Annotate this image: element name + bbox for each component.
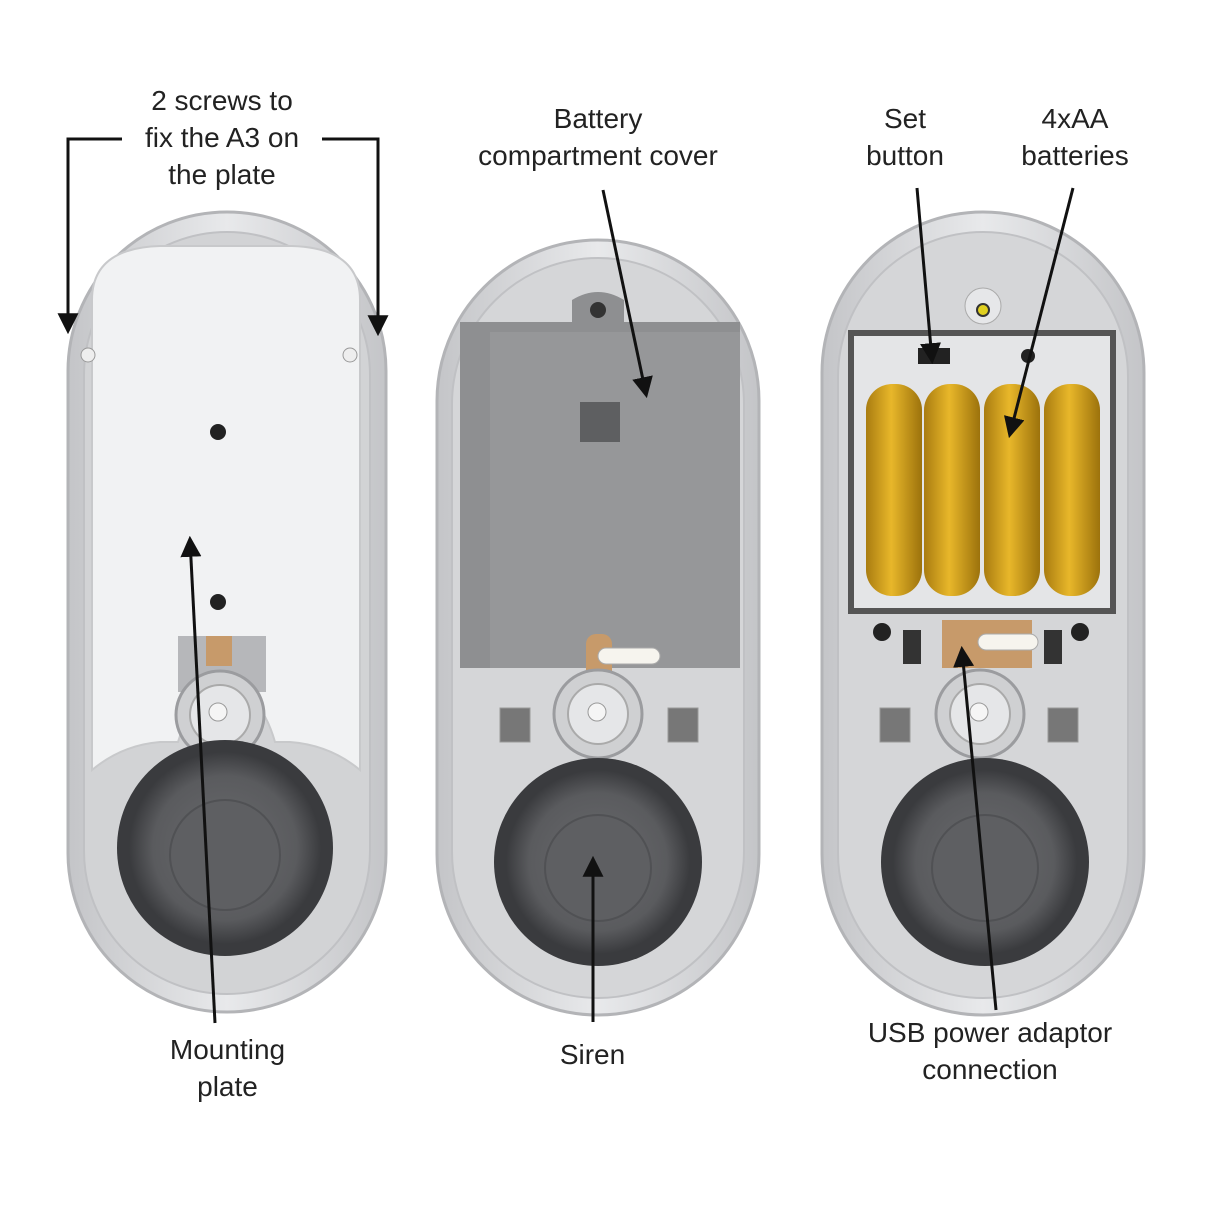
- label-usb: USB power adaptor connection: [840, 1014, 1140, 1088]
- label-mounting-plate: Mounting plate: [140, 1031, 315, 1105]
- label-set-button-line2: button: [866, 140, 944, 171]
- label-usb-line2: connection: [922, 1054, 1058, 1085]
- label-set-button-line1: Set: [883, 103, 927, 134]
- mounting-plate-shape: [91, 245, 361, 773]
- label-screws-line1: 2 screws to: [151, 85, 293, 116]
- arrow-usb: [953, 645, 998, 1011]
- device-left: [66, 210, 388, 1014]
- arrow-screw-right: [322, 137, 389, 337]
- label-usb-line1: USB power adaptor: [867, 1017, 1113, 1048]
- label-screws: 2 screws to fix the A3 on the plate: [102, 82, 342, 193]
- label-set-button: Set button: [845, 100, 965, 174]
- arrow-battery-cover: [601, 189, 653, 399]
- label-batteries-line2: batteries: [1021, 140, 1129, 171]
- label-screws-line2: fix the A3 on: [144, 122, 300, 153]
- label-batteries: 4xAA batteries: [1005, 100, 1145, 174]
- arrow-mounting-plate: [180, 535, 217, 1024]
- label-siren: Siren: [530, 1036, 655, 1073]
- label-siren-line1: Siren: [559, 1039, 626, 1070]
- arrow-screw-left: [57, 137, 122, 335]
- device-right: [820, 210, 1146, 1017]
- label-mounting-plate-line2: plate: [197, 1071, 258, 1102]
- leader-lines: [57, 137, 1075, 1024]
- label-battery-cover-line1: Battery: [553, 103, 643, 134]
- label-battery-cover: Battery compartment cover: [448, 100, 748, 174]
- device-middle: [435, 238, 761, 1017]
- label-mounting-plate-line1: Mounting: [169, 1034, 286, 1065]
- label-battery-cover-line2: compartment cover: [478, 140, 718, 171]
- arrow-set-button: [915, 187, 942, 365]
- arrow-batteries: [1003, 187, 1075, 439]
- aa-batteries: [866, 384, 1100, 596]
- label-screws-line3: the plate: [168, 159, 276, 190]
- label-batteries-line1: 4xAA: [1041, 103, 1109, 134]
